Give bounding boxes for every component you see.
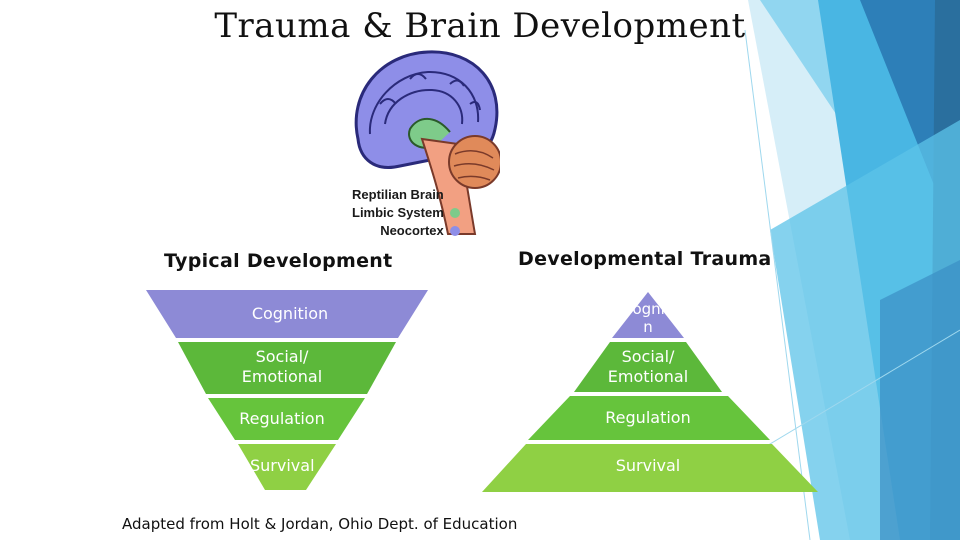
typical-level-social xyxy=(178,342,396,394)
legend-label: Limbic System xyxy=(352,205,444,220)
trauma-survival-label: Survival xyxy=(615,456,681,475)
trauma-heading: Developmental Trauma xyxy=(518,248,772,270)
trauma-cognition-label: Cognitio n xyxy=(622,300,674,336)
reptilian-dot-icon xyxy=(449,190,460,200)
typical-cognition-label: Cognition xyxy=(251,304,329,323)
typical-survival-label: Survival xyxy=(250,456,315,475)
legend-label: Reptilian Brain xyxy=(352,187,444,202)
trauma-regulation-label: Regulation xyxy=(605,408,691,427)
trauma-level-survival xyxy=(482,444,818,492)
typical-level-cognition xyxy=(146,290,428,338)
trauma-social-label: Social/ Emotional xyxy=(607,347,689,386)
limbic-dot-icon xyxy=(449,208,460,218)
typical-heading: Typical Development xyxy=(164,250,393,272)
legend-item-limbic: Limbic System xyxy=(352,204,460,222)
source-caption: Adapted from Holt & Jordan, Ohio Dept. o… xyxy=(122,515,518,533)
typical-level-survival xyxy=(238,444,336,490)
typical-regulation-label: Regulation xyxy=(239,409,325,428)
legend-label: Neocortex xyxy=(380,223,444,238)
legend-item-reptilian: Reptilian Brain xyxy=(352,186,460,204)
trauma-level-social xyxy=(574,342,722,392)
typical-social-label: Social/ Emotional xyxy=(241,347,323,386)
trauma-level-regulation xyxy=(528,396,770,440)
trauma-level-cognition xyxy=(612,292,684,338)
brain-illustration xyxy=(354,50,500,235)
typical-level-regulation xyxy=(208,398,365,440)
legend-item-neocortex: Neocortex xyxy=(352,222,460,240)
brain-legend: Reptilian Brain Limbic System Neocortex xyxy=(352,186,460,240)
neocortex-dot-icon xyxy=(449,226,460,236)
slide-title: Trauma & Brain Development xyxy=(214,6,746,46)
